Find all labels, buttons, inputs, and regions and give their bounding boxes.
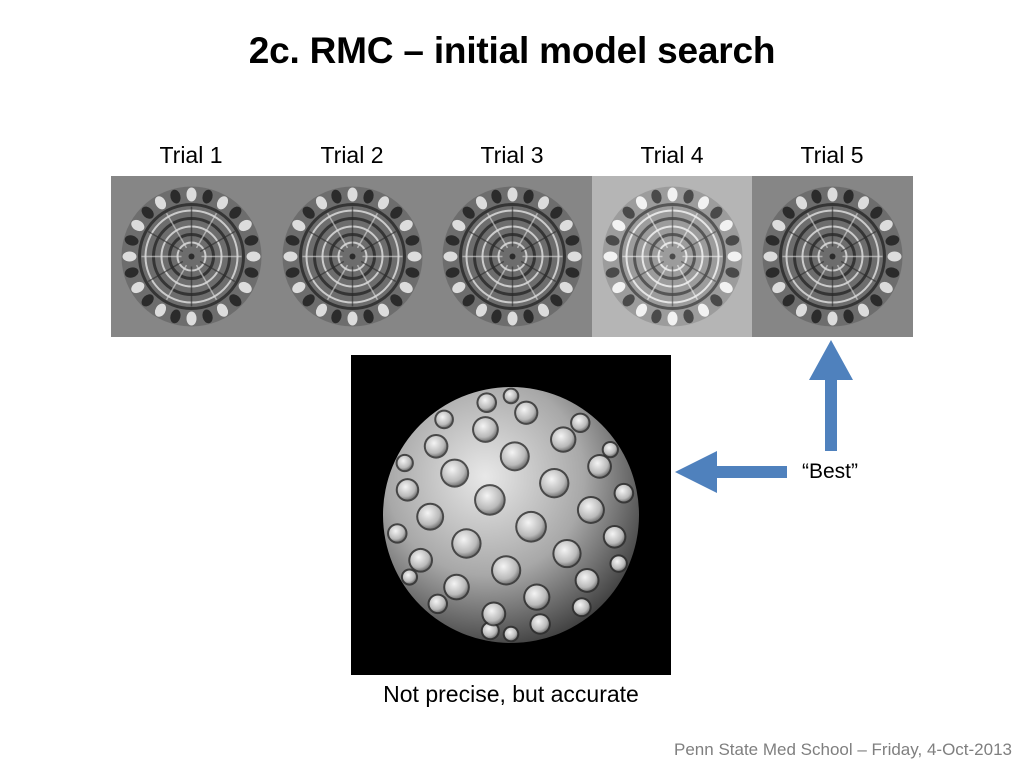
trial-3-label: Trial 3	[480, 142, 544, 168]
trial-2-label: Trial 2	[320, 142, 384, 168]
trial-1-label: Trial 1	[159, 142, 223, 168]
slide-title: 2c. RMC – initial model search	[248, 30, 776, 71]
capsid-model-image	[351, 355, 671, 675]
best-label: “Best”	[801, 460, 858, 483]
trial-4-label: Trial 4	[640, 142, 704, 168]
trial-3-image	[432, 176, 593, 337]
trial-1-image	[111, 176, 272, 337]
slide-footer: Penn State Med School – Friday, 4-Oct-20…	[674, 740, 1012, 759]
left-arrow-icon	[675, 451, 787, 493]
model-caption: Not precise, but accurate	[383, 681, 639, 707]
up-arrow-icon	[809, 340, 853, 451]
trial-5-image	[752, 176, 913, 337]
trial-4-image	[592, 176, 753, 337]
trial-2-image	[272, 176, 433, 337]
trial-5-label: Trial 5	[800, 142, 864, 168]
